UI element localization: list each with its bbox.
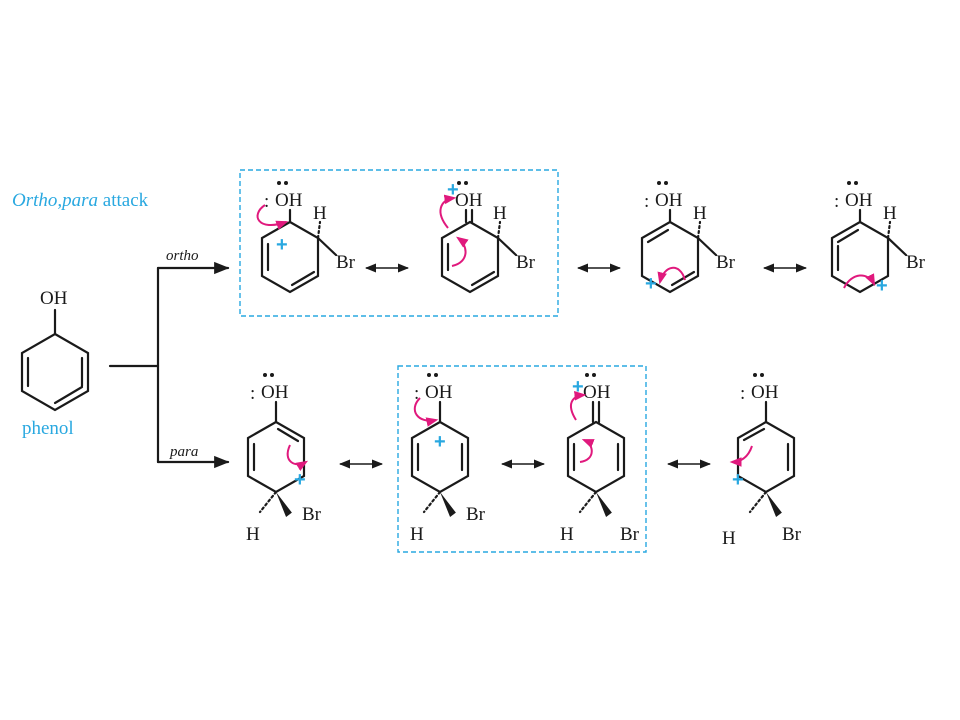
- para-major-box: [397, 365, 647, 553]
- p4-oh: OH: [751, 382, 779, 403]
- p3-electron-arrow-2: [579, 439, 595, 463]
- p3-electron-arrow-1: [569, 391, 587, 421]
- p4-charge: +: [732, 469, 744, 491]
- p3-oh: OH: [583, 382, 611, 403]
- o1-charge: +: [276, 234, 288, 256]
- o2-h: H: [493, 203, 507, 224]
- ortho-structure-1: H Br OH : +: [256, 181, 356, 294]
- para-structure-1: H Br OH : +: [246, 373, 322, 545]
- o2-electron-arrow-2: [451, 236, 469, 267]
- o3-h: H: [693, 203, 707, 224]
- p4-lone-pair: :: [740, 383, 745, 404]
- p4-electron-arrow: [729, 445, 753, 467]
- o2-oh: OH: [455, 190, 483, 211]
- phenol-label: phenol: [22, 418, 74, 439]
- o2-electron-arrow-1: [439, 194, 457, 229]
- o4-h: H: [883, 203, 897, 224]
- p1-charge: +: [294, 469, 306, 491]
- p3-charge: +: [572, 376, 584, 398]
- p2-oh: OH: [425, 382, 453, 403]
- o4-charge: +: [876, 275, 888, 297]
- p2-charge: +: [434, 431, 446, 453]
- p4-h: H: [722, 528, 736, 549]
- para-label: para: [169, 444, 198, 460]
- para-structure-2: H Br OH : +: [410, 373, 486, 545]
- o4-br: Br: [906, 252, 926, 273]
- p1-h: H: [246, 524, 260, 545]
- o3-charge: +: [645, 273, 657, 295]
- o1-oh: OH: [275, 190, 303, 211]
- p1-lone-pair: :: [250, 383, 255, 404]
- o1-electron-arrow: [256, 204, 289, 230]
- o1-h: H: [313, 203, 327, 224]
- o1-lone-pair: :: [264, 191, 269, 212]
- ortho-label: ortho: [166, 248, 199, 264]
- p1-oh: OH: [261, 382, 289, 403]
- o3-lone-pair: :: [644, 191, 649, 212]
- ortho-structure-3: H Br OH : +: [640, 181, 736, 295]
- p3-br: Br: [620, 524, 640, 545]
- section-title: Ortho,para attack: [12, 190, 149, 211]
- o3-br: Br: [716, 252, 736, 273]
- o1-br: Br: [336, 252, 356, 273]
- phenol-structure: OH: [20, 288, 90, 412]
- o4-electron-arrow: [843, 273, 876, 289]
- p2-lone-pair: :: [414, 383, 419, 404]
- p1-electron-arrow: [286, 444, 309, 472]
- p2-br: Br: [466, 504, 486, 525]
- para-structure-3: H Br OH +: [560, 373, 640, 545]
- p2-electron-arrow: [413, 397, 439, 427]
- o2-charge: +: [447, 179, 459, 201]
- p4-br: Br: [782, 524, 802, 545]
- o3-electron-arrow: [657, 266, 686, 285]
- o4-lone-pair: :: [834, 191, 839, 212]
- ortho-structure-2: H Br OH +: [439, 179, 536, 294]
- para-structure-4: H Br OH : +: [722, 373, 802, 549]
- o3-oh: OH: [655, 190, 683, 211]
- branch-arrows: [108, 261, 230, 469]
- o2-br: Br: [516, 252, 536, 273]
- p2-h: H: [410, 524, 424, 545]
- phenol-oh-label: OH: [40, 288, 68, 309]
- ortho-structure-4: H Br OH : +: [830, 181, 926, 297]
- p1-br: Br: [302, 504, 322, 525]
- o4-oh: OH: [845, 190, 873, 211]
- p3-h: H: [560, 524, 574, 545]
